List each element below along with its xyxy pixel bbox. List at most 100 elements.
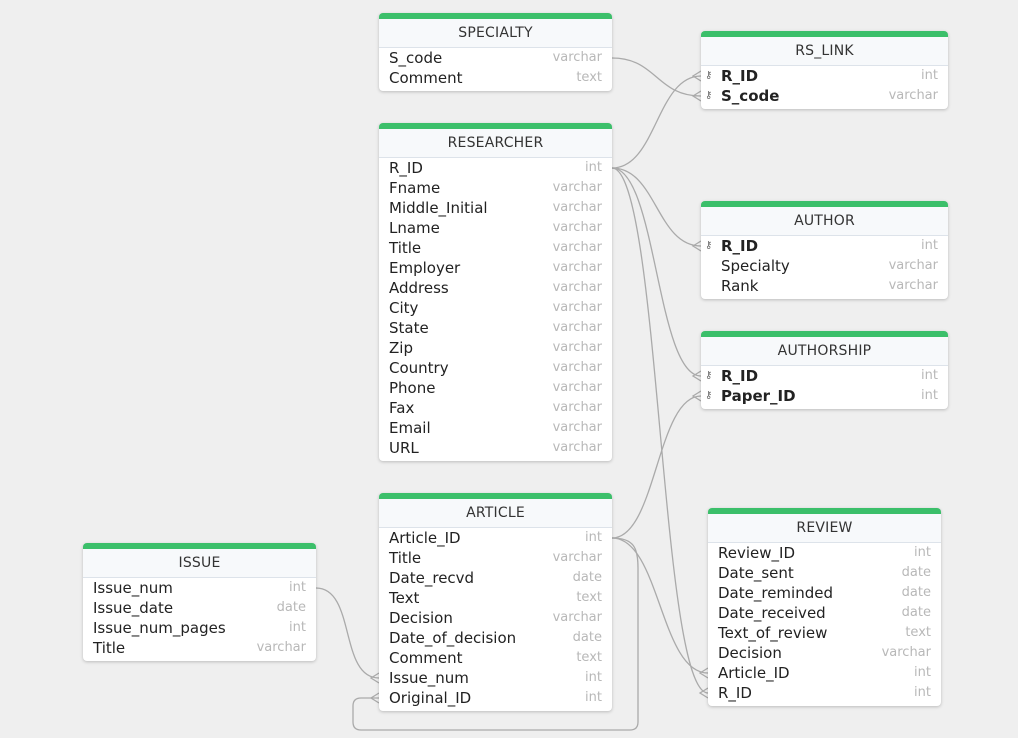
column-type: int (289, 620, 306, 635)
column-name: Address (389, 279, 449, 297)
key-icon: ⚷ (705, 70, 713, 81)
column-name: Country (389, 359, 449, 377)
column-name: Issue_num (93, 579, 173, 597)
column-type: int (914, 685, 931, 700)
relationship-line (611, 167, 709, 694)
column-type: varchar (552, 400, 602, 415)
column-name: Issue_num_pages (93, 619, 226, 637)
column-name: Date_received (718, 604, 826, 622)
column-type: int (289, 580, 306, 595)
column-type: varchar (881, 645, 931, 660)
column-name: Review_ID (718, 544, 795, 562)
column-type: int (914, 665, 931, 680)
table-title: ARTICLE (379, 499, 612, 528)
column-row[interactable]: Fax varchar (379, 398, 612, 418)
column-type: int (921, 368, 938, 383)
crows-foot-marker (369, 672, 380, 684)
relationship-line (611, 57, 702, 97)
column-name: URL (389, 439, 419, 457)
column-type: date (901, 565, 931, 580)
column-row[interactable]: Decision varchar (708, 643, 941, 663)
column-name: Title (389, 239, 422, 257)
relationship-line (315, 587, 380, 679)
column-type: text (576, 650, 602, 665)
column-row[interactable]: Issue_num_pages int (83, 618, 316, 638)
table-title: RESEARCHER (379, 129, 612, 158)
column-name: Decision (718, 644, 782, 662)
crows-foot-marker (691, 240, 702, 252)
column-name: S_code (389, 49, 443, 67)
column-row[interactable]: Title varchar (379, 238, 612, 258)
column-type: varchar (552, 420, 602, 435)
column-type: varchar (552, 260, 602, 275)
column-row[interactable]: Issue_num int (83, 578, 316, 598)
column-name: Zip (389, 339, 413, 357)
column-name: Fax (389, 399, 415, 417)
crows-foot-marker (369, 692, 380, 704)
table-title: AUTHORSHIP (701, 337, 948, 366)
key-icon: ⚷ (705, 90, 713, 101)
column-name: S_code (721, 87, 780, 105)
relationship-line (611, 167, 702, 247)
column-name: Issue_num (389, 669, 469, 687)
column-name: Text_of_review (718, 624, 828, 642)
column-type: int (921, 68, 938, 83)
column-type: int (921, 388, 938, 403)
column-row[interactable]: S_code varchar (379, 48, 612, 68)
column-type: varchar (552, 50, 602, 65)
column-type: date (276, 600, 306, 615)
column-type: varchar (552, 220, 602, 235)
column-type: varchar (552, 380, 602, 395)
column-type: varchar (552, 300, 602, 315)
crows-foot-marker (691, 70, 702, 82)
column-type: varchar (552, 240, 602, 255)
